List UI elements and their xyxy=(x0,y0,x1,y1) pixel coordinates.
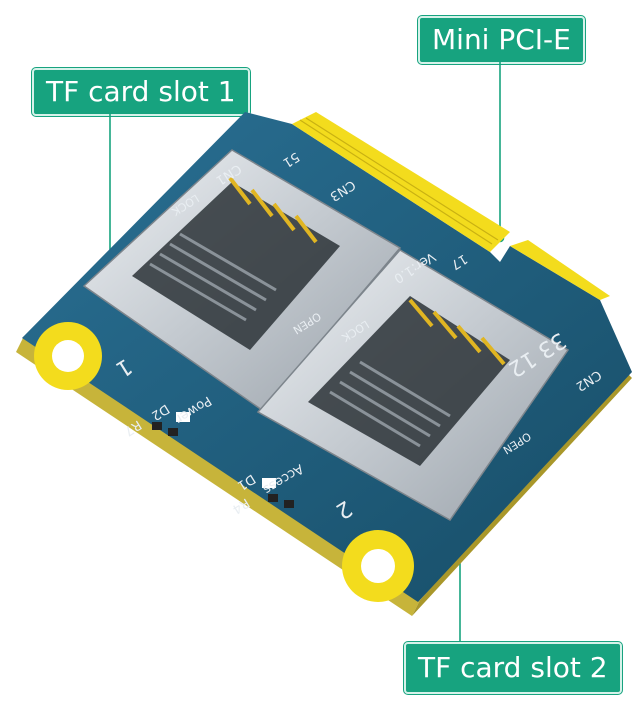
gold-finger-lines xyxy=(299,117,499,245)
access-led xyxy=(262,478,294,508)
silk-pin51: 51 xyxy=(280,149,302,170)
mounting-hole-left xyxy=(34,322,102,390)
tf-card-slot-2 xyxy=(256,249,570,521)
tf-card-slot-1 xyxy=(82,149,402,412)
mini-pcie-callout: Mini PCI-E xyxy=(418,16,585,64)
mounting-hole-right xyxy=(342,530,414,602)
power-led xyxy=(152,412,190,436)
pcb-edge xyxy=(16,336,420,616)
silk-pin17: 17 xyxy=(448,251,470,272)
tf-slot-2-callout: TF card slot 2 xyxy=(404,642,622,694)
pcb-edge-right xyxy=(412,370,632,616)
gold-fingers-main xyxy=(292,112,610,300)
tf-slot-1-callout: TF card slot 1 xyxy=(32,68,250,116)
